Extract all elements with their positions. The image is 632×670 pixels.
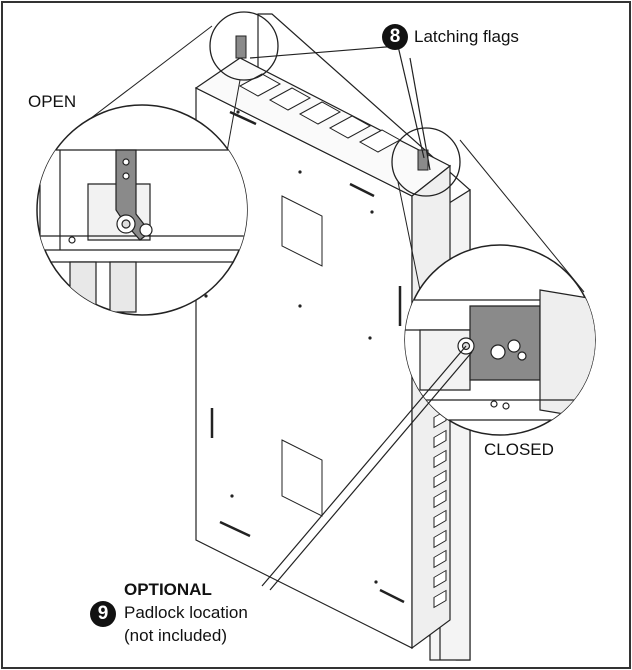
callout-9-badge: 9 — [90, 601, 116, 627]
padlock-leaders — [261, 345, 473, 591]
mounting-holes — [204, 110, 378, 584]
latching-flags-label: Latching flags — [414, 27, 519, 46]
detail-rings — [209, 11, 461, 197]
optional-label: OPTIONAL — [124, 580, 212, 599]
open-label: OPEN — [28, 92, 77, 111]
closed-label: CLOSED — [484, 440, 554, 459]
open-detail-circle — [36, 104, 248, 316]
front-knockouts — [281, 195, 323, 517]
callout-8-badge: 8 — [382, 24, 408, 50]
closed-detail-tangents — [397, 139, 585, 293]
latching-flags-leaders — [249, 45, 431, 171]
padlock-location-label: Padlock location — [124, 603, 248, 622]
not-included-label: (not included) — [124, 626, 228, 645]
closed-detail-circle — [404, 244, 596, 436]
body-slots — [210, 110, 405, 604]
